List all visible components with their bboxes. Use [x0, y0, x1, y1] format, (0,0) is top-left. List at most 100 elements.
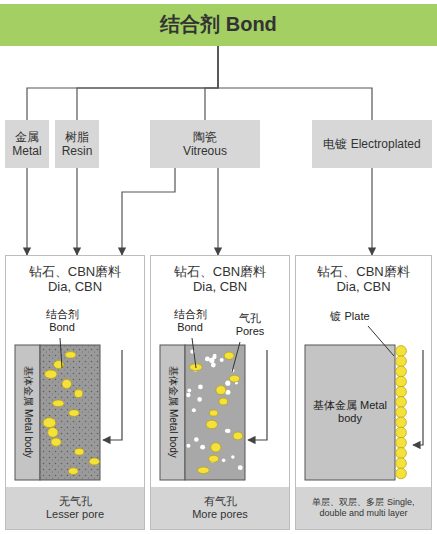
grain [53, 400, 64, 407]
grain [45, 370, 57, 378]
pore [186, 393, 190, 397]
part-label: 镀 Plate [320, 310, 380, 323]
grain [396, 366, 407, 377]
pore [231, 455, 234, 458]
pore [198, 385, 203, 390]
node-text: 陶瓷 Vitreous [174, 130, 236, 158]
connector [27, 46, 218, 120]
grain [74, 390, 82, 398]
grain [396, 386, 407, 397]
bond-layer [40, 345, 100, 480]
grain [209, 410, 217, 416]
pore [212, 355, 216, 359]
grain [68, 468, 78, 475]
part-label: 结合剂 Bond [162, 308, 218, 333]
leader-line [192, 338, 196, 368]
abrasive-grains [190, 352, 243, 474]
pore-band: 无气孔 Lesser pore [6, 487, 144, 529]
pore [205, 356, 210, 361]
pointer-arrow [103, 350, 122, 440]
node-text: 钻石、CBN磨料 Dia, CBN [166, 264, 274, 295]
pore [187, 388, 191, 392]
title-text: 结合剂 Bond [69, 13, 369, 37]
node-text: 有气孔 More pores [191, 495, 249, 521]
layer-band: 单层、双层、多层 Single, double and multi layer [296, 487, 431, 529]
grain [229, 375, 239, 382]
pointer-arrow [413, 350, 423, 445]
grain [48, 427, 58, 437]
part-label: 基体金属 Metal body [310, 399, 390, 424]
bond-layer [185, 345, 245, 480]
connector [26, 168, 27, 255]
plated-grains [396, 346, 407, 479]
leader-line [232, 342, 240, 372]
connector [122, 168, 175, 255]
pores [186, 350, 243, 471]
grain [75, 448, 84, 455]
pore [200, 445, 205, 450]
node-text: 钻石、CBN磨料 Dia, CBN [310, 264, 418, 295]
pointer-arrow [248, 350, 267, 440]
grain [396, 356, 407, 367]
grain [396, 407, 407, 418]
grain [211, 443, 221, 452]
grain [51, 438, 61, 446]
grain [396, 437, 407, 448]
pore [238, 465, 243, 470]
grain [65, 352, 76, 358]
title-banner: 结合剂 Bond [0, 4, 437, 46]
grain [62, 379, 71, 388]
pore [225, 381, 230, 386]
metal-body [305, 345, 395, 480]
leader-line [60, 338, 62, 368]
pore-band: 有气孔 More pores [151, 487, 289, 529]
bond-type-box: 金属 Metal [5, 120, 49, 168]
grain [216, 386, 226, 395]
grain [396, 346, 407, 357]
connector [217, 168, 218, 255]
grain [396, 468, 407, 479]
grain [396, 427, 407, 438]
grain [396, 417, 407, 428]
pore [225, 429, 229, 433]
metal-body [15, 345, 40, 480]
bond-type-box: 树脂 Resin [55, 120, 99, 168]
part-label: 结合剂 Bond [32, 308, 92, 333]
connector [76, 168, 77, 255]
grain [396, 448, 407, 459]
node-text: 钻石、CBN磨料 Dia, CBN [21, 264, 129, 295]
grain [209, 455, 219, 462]
grain [69, 410, 79, 417]
grain [89, 458, 99, 465]
connector [77, 46, 218, 120]
part-label-rotated: 基体金属 Metal body [167, 350, 179, 475]
pore [211, 363, 216, 368]
node-text: 电镀 Electroplated [322, 137, 422, 151]
pore [186, 444, 190, 448]
grain [224, 352, 234, 359]
pore [222, 458, 226, 462]
connector [218, 46, 372, 120]
connector [371, 168, 372, 255]
part-label-rotated: 基体金属 Metal body [22, 350, 34, 475]
grain [396, 458, 407, 469]
pore [197, 397, 202, 402]
node-text: 树脂 Resin [56, 130, 98, 158]
node-text: 无气孔 Lesser pore [45, 495, 105, 521]
bond-type-box: 电镀 Electroplated [312, 120, 432, 168]
node-text: 金属 Metal [6, 130, 48, 158]
metal-body [160, 345, 185, 480]
structure-panel: 钻石、CBN磨料 Dia, CBN 单层、双层、多层 Single, double… [295, 255, 432, 530]
grain [43, 418, 56, 428]
grain [198, 467, 210, 474]
bond-type-box: 陶瓷 Vitreous [150, 120, 260, 168]
node-text: 单层、双层、多层 Single, double and multi layer [312, 497, 416, 518]
grain [219, 398, 228, 405]
part-label: 气孔 Pores [225, 312, 275, 337]
pore [194, 437, 199, 442]
grain [206, 420, 217, 429]
leader-line [368, 326, 394, 356]
grain [233, 432, 243, 440]
